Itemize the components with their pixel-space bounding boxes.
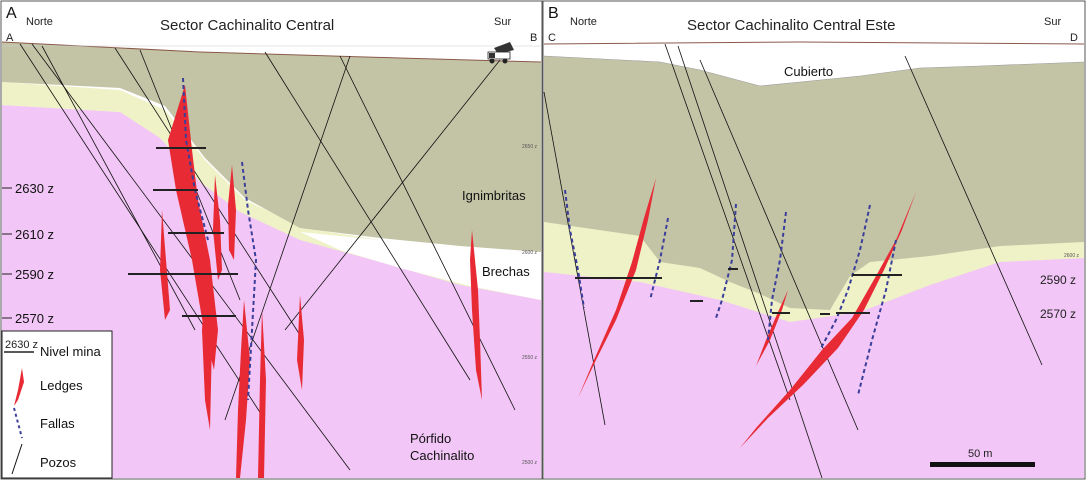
scale-tick: 2600 z [522, 250, 538, 256]
legend-box [1, 330, 113, 479]
cubierto-unit [544, 42, 1084, 86]
legend-pozo-symbol [11, 443, 23, 475]
pozo [699, 59, 859, 431]
scale-bar-rect [930, 462, 1035, 467]
south-label: Sur [1044, 16, 1061, 28]
north-label: Norte [26, 16, 53, 28]
pozo [339, 55, 516, 411]
unit-label-ignimbritas: Ignimbritas [462, 188, 526, 203]
pozos-b [543, 43, 1043, 479]
level-label: 2590 z [15, 267, 54, 282]
ledges-a [160, 85, 482, 478]
panel-a: 2630 z 2610 z 2590 z 2570 z 2650 z 2600 … [0, 0, 543, 480]
ledge [297, 295, 304, 390]
panel-title: Sector Cachinalito Central [160, 17, 334, 34]
ledge [213, 175, 222, 280]
unit-label-porfido: Pórfido [410, 431, 451, 446]
north-label: Norte [570, 16, 597, 28]
panel-title: Sector Cachinalito Central Este [687, 17, 895, 34]
falla [819, 204, 871, 351]
level-label: 2570 z [1040, 307, 1076, 321]
pozo [543, 91, 606, 426]
pozo [41, 45, 196, 331]
pozo [114, 47, 301, 336]
fallas-a [182, 77, 258, 401]
scale-tick: 2600 z [1064, 253, 1080, 259]
panel-letter: B [548, 5, 559, 22]
pozo [264, 51, 471, 381]
ledge [756, 290, 788, 366]
niveles-mina-b [575, 268, 902, 315]
pozo [904, 55, 1043, 366]
cover-contact-b [543, 55, 1085, 87]
level-label: 2630 z [15, 181, 54, 196]
panel-letter: A [6, 5, 17, 22]
truck-icon [487, 42, 514, 64]
pozo [284, 59, 501, 331]
level-label: 2610 z [15, 227, 54, 242]
topography-a [1, 41, 542, 63]
scale-tick: 2500 z [522, 460, 538, 466]
legend: 2630 z Nivel mina Ledges Fallas Pozos [1, 330, 113, 479]
pozo [31, 43, 351, 471]
south-label: Sur [494, 16, 511, 28]
pozo [677, 45, 823, 479]
legend-nivel-mina: Nivel mina [40, 344, 101, 359]
falla [649, 217, 669, 301]
unit-label-brechas: Brechas [482, 264, 530, 279]
legend-fallas: Fallas [40, 416, 75, 431]
legend-pozos: Pozos [40, 455, 77, 470]
ledges-b [578, 178, 916, 448]
scale-bar: 50 m [930, 448, 1035, 467]
level-label: 2570 z [15, 311, 54, 326]
topography-b [543, 41, 1085, 45]
scale-ticks-a: 2650 z 2600 z 2550 z 2500 z [522, 144, 538, 466]
ledge [236, 300, 250, 478]
legend-ledges: Ledges [40, 378, 83, 393]
falla [182, 77, 209, 241]
section-point-label: D [1070, 32, 1078, 44]
niveles-mina-a [128, 147, 238, 317]
section-point-label: A [6, 32, 14, 44]
unit-label-porfido: Cachinalito [410, 448, 474, 463]
falla [241, 161, 258, 401]
ledge [470, 230, 482, 400]
scale-tick: 2650 z [522, 144, 538, 150]
legend-ledge-symbol [14, 368, 24, 406]
section-point-label: B [530, 32, 537, 44]
section-point-label: C [548, 32, 556, 44]
brechas-white-zone [300, 232, 541, 300]
ignimbrita-unit-a [2, 42, 541, 252]
ledge [202, 280, 212, 430]
ledge [258, 310, 266, 478]
ledge [228, 165, 236, 260]
falla [767, 211, 787, 341]
falla [715, 203, 737, 319]
level-label: 2590 z [1040, 273, 1076, 287]
scale-bar-label: 50 m [968, 448, 992, 460]
panel-b: B Norte C Sector Cachinalito Central Est… [542, 0, 1086, 480]
elevation-axis-a: 2630 z 2610 z 2590 z 2570 z [2, 181, 54, 326]
legend-nivel-label: 2630 z [5, 339, 38, 351]
unit-label-cubierto: Cubierto [784, 64, 833, 79]
fallas-b [564, 189, 897, 396]
ignimbrita-unit-b [544, 56, 1084, 310]
legend-falla-symbol [13, 407, 23, 439]
ledge [160, 210, 170, 320]
falla [564, 189, 585, 309]
scale-tick: 2550 z [522, 355, 538, 361]
